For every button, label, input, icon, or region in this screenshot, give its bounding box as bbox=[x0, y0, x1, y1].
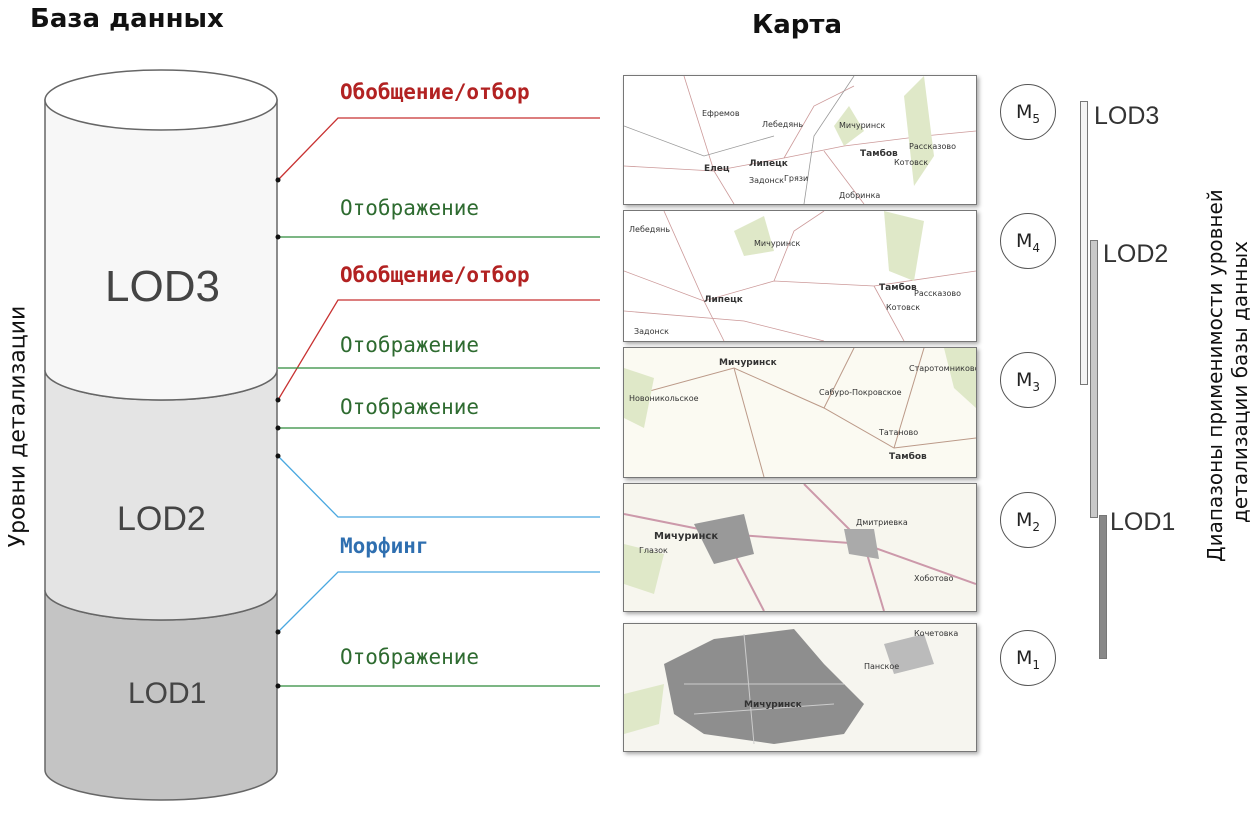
levels-axis-label: Уровни детализации bbox=[5, 305, 31, 548]
lod3-segment bbox=[44, 99, 278, 401]
label-morph: Морфинг bbox=[340, 534, 429, 558]
database-cylinder bbox=[44, 69, 600, 801]
arrow-morph-2 bbox=[277, 571, 600, 633]
label-display-2: Отображение bbox=[340, 333, 480, 357]
scale-m2: M2 bbox=[1000, 492, 1056, 548]
map-m2: Мичуринск Дмитриевка Глазок Хоботово bbox=[623, 483, 977, 612]
lod3-range-label: LOD3 bbox=[1094, 102, 1160, 130]
scale-m5: M5 bbox=[1000, 84, 1056, 140]
lod2-segment bbox=[44, 369, 278, 621]
lod1-range-bar bbox=[1099, 515, 1107, 659]
lod2-range-bar bbox=[1090, 240, 1098, 518]
lod1-range-label: LOD1 bbox=[1110, 508, 1176, 536]
label-display-1: Отображение bbox=[340, 196, 480, 220]
scale-m4: M4 bbox=[1000, 213, 1056, 269]
lod3-label: LOD3 bbox=[105, 262, 220, 311]
lod2-range-label: LOD2 bbox=[1103, 240, 1169, 268]
arrow-morph-1 bbox=[277, 455, 600, 518]
lod3-range-bar bbox=[1080, 101, 1088, 385]
ranges-caption-line2: детализации базы данных bbox=[1228, 241, 1252, 523]
lod1-label: LOD1 bbox=[128, 677, 207, 710]
map-m4: Липецк Тамбов Мичуринск Лебедянь Рассказ… bbox=[623, 210, 977, 342]
scale-m1: M1 bbox=[1000, 630, 1056, 686]
map-m1: Мичуринск Кочетовка Панское bbox=[623, 623, 977, 752]
map-m5: Елец Липецк Тамбов Мичуринск Лебедянь Еф… bbox=[623, 75, 977, 205]
arrow-generalize-2 bbox=[277, 299, 600, 401]
lod2-label: LOD2 bbox=[117, 500, 206, 538]
database-header: База данных bbox=[30, 4, 224, 34]
ranges-caption-line1: Диапазоны применимости уровней bbox=[1203, 189, 1227, 562]
cylinder-top bbox=[44, 69, 278, 131]
label-display-3: Отображение bbox=[340, 395, 480, 419]
scale-m3: M3 bbox=[1000, 352, 1056, 408]
label-generalize-2: Обобщение/отбор bbox=[340, 263, 530, 287]
map-m3: Мичуринск Тамбов Новоникольское Сабуро-П… bbox=[623, 347, 977, 478]
arrow-generalize-1 bbox=[277, 117, 600, 181]
label-generalize-1: Обобщение/отбор bbox=[340, 80, 530, 104]
map-header: Карта bbox=[752, 10, 843, 40]
label-display-4: Отображение bbox=[340, 645, 480, 669]
